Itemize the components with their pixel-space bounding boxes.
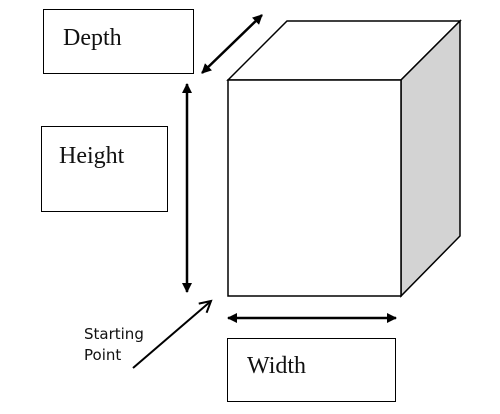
depth-arrow — [201, 14, 263, 74]
starting-point-label: Starting Point — [84, 324, 144, 366]
height-label-box: Height — [41, 126, 168, 212]
width-label: Width — [247, 353, 307, 379]
starting-point-arrow — [132, 301, 211, 369]
depth-label: Depth — [63, 25, 122, 51]
width-label-box: Width — [227, 338, 396, 402]
starting-point-label-line2: Point — [84, 346, 122, 364]
depth-label-box: Depth — [43, 9, 194, 74]
starting-point-label-line1: Starting — [84, 325, 144, 343]
cube-front-face — [227, 79, 402, 297]
height-label: Height — [59, 143, 125, 169]
